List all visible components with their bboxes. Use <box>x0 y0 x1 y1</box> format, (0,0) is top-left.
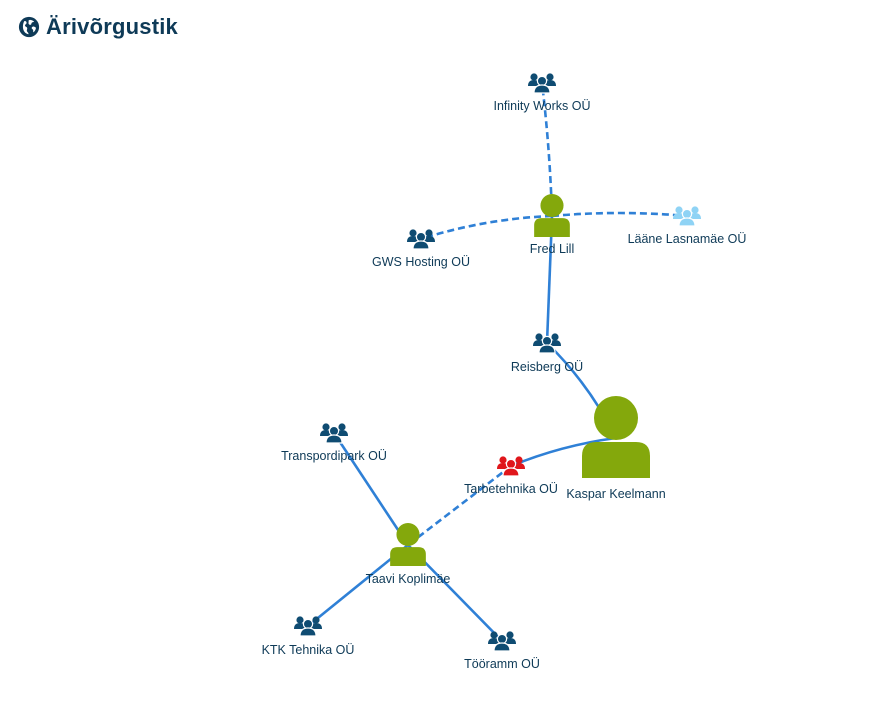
node-label: Reisberg OÜ <box>511 360 583 374</box>
node-label: Tööramm OÜ <box>464 657 540 671</box>
edge-tarbe-taavi <box>407 464 512 547</box>
edge-fred-laane <box>551 211 688 218</box>
node-label: Fred Lill <box>530 242 574 256</box>
node-gws[interactable]: GWS Hosting OÜ <box>372 229 470 269</box>
node-label: Tarbetehnika OÜ <box>464 482 558 496</box>
node-taavi[interactable]: Taavi Koplimäe <box>366 522 451 586</box>
node-ktk[interactable]: KTK Tehnika OÜ <box>262 616 355 657</box>
group-icon <box>533 333 561 354</box>
group-icon <box>320 423 348 444</box>
node-label: Kaspar Keelmann <box>566 487 665 501</box>
node-label: Taavi Koplimäe <box>366 572 451 586</box>
node-label: KTK Tehnika OÜ <box>262 643 355 657</box>
person-icon <box>534 193 570 237</box>
group-icon <box>673 206 701 227</box>
node-infinity[interactable]: Infinity Works OÜ <box>493 73 591 113</box>
globe-icon <box>18 16 40 38</box>
node-kaspar[interactable]: Kaspar Keelmann <box>566 396 666 501</box>
person-icon <box>390 522 426 566</box>
group-icon <box>488 631 516 652</box>
node-tarbe[interactable]: Tarbetehnika OÜ <box>464 456 558 496</box>
node-laane[interactable]: Lääne Lasnamäe OÜ <box>628 206 747 246</box>
node-transpordi[interactable]: Transpordipark OÜ <box>281 423 387 463</box>
group-icon <box>528 73 556 94</box>
node-tooramm[interactable]: Tööramm OÜ <box>464 631 540 671</box>
edge-fred-gws <box>420 214 553 241</box>
edge-layer <box>307 82 688 642</box>
page-title: Ärivõrgustik <box>46 14 178 39</box>
group-icon <box>407 229 435 250</box>
node-fred[interactable]: Fred Lill <box>530 193 574 256</box>
node-label: Infinity Works OÜ <box>493 99 590 113</box>
page-header: Ärivõrgustik <box>18 14 178 40</box>
node-reisberg[interactable]: Reisberg OÜ <box>511 333 583 374</box>
group-icon <box>497 456 525 477</box>
node-label: Transpordipark OÜ <box>281 449 387 463</box>
group-icon <box>294 616 322 637</box>
node-label: GWS Hosting OÜ <box>372 255 470 269</box>
node-label: Lääne Lasnamäe OÜ <box>628 232 747 246</box>
person-icon <box>582 396 650 478</box>
